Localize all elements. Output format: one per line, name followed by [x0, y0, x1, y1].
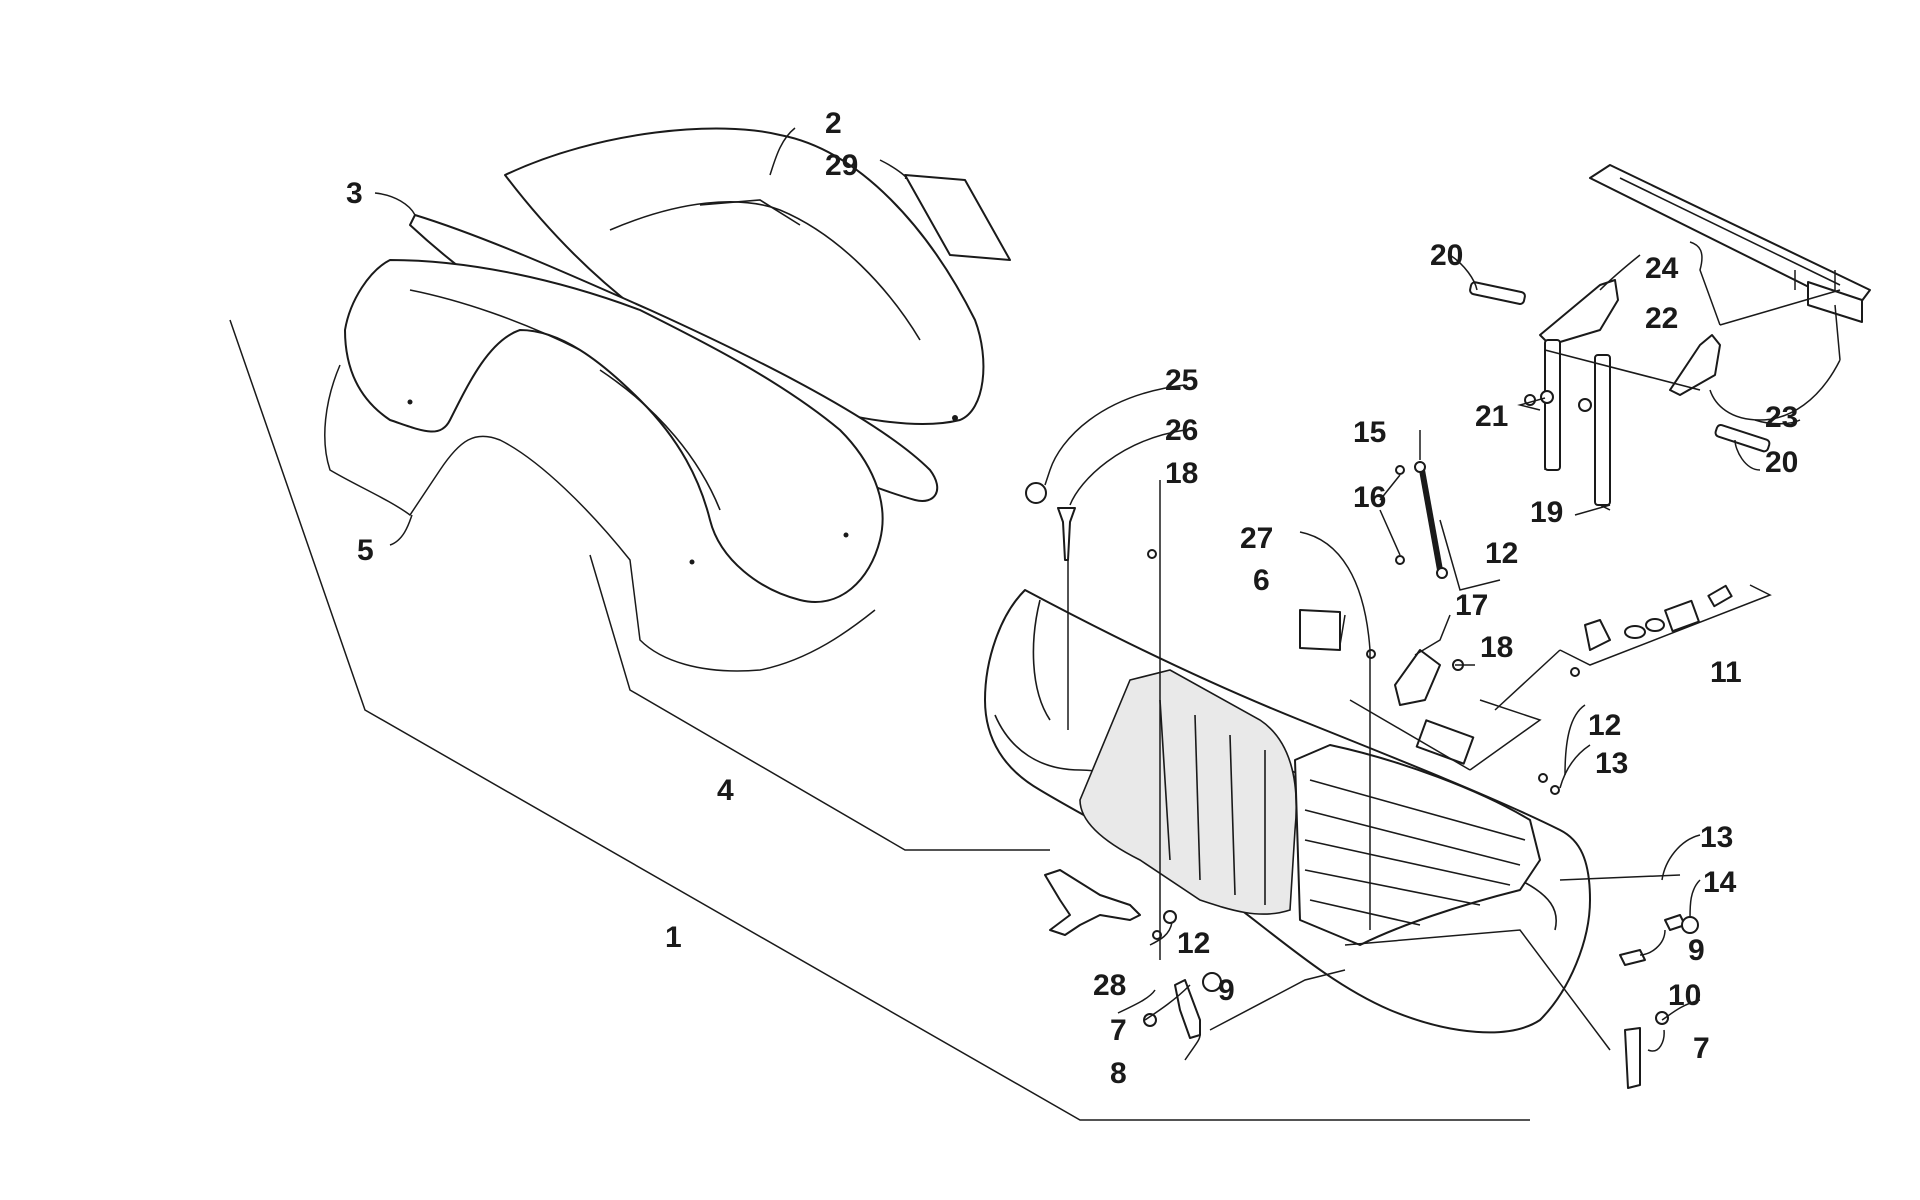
label-7b: 7 — [1693, 1032, 1710, 1065]
bracket-part-10 — [1624, 1027, 1641, 1089]
bracket-part-8 — [1174, 979, 1201, 1039]
label-12c: 12 — [1177, 927, 1210, 960]
part-labels: 1 2 3 4 5 6 7 7 8 9 9 10 11 12 12 12 13 … — [346, 107, 1798, 1090]
assembly-bracket-4 — [589, 554, 1050, 851]
label-11: 11 — [1710, 656, 1742, 689]
label-7a: 7 — [1110, 1014, 1127, 1047]
label-25: 25 — [1165, 364, 1198, 397]
lock-assembly-part-11 — [1584, 584, 1733, 651]
label-21: 21 — [1475, 400, 1508, 433]
label-29: 29 — [825, 149, 858, 182]
label-10: 10 — [1668, 979, 1701, 1012]
hinge-assembly-part-22-19 — [1524, 279, 1721, 506]
label-4: 4 — [717, 774, 734, 807]
decal-part-6 — [1299, 609, 1341, 651]
gas-strut-part-15 — [1395, 461, 1448, 579]
label-20b: 20 — [1765, 446, 1798, 479]
label-19: 19 — [1530, 496, 1563, 529]
label-22: 22 — [1645, 302, 1678, 335]
label-26: 26 — [1165, 414, 1198, 447]
label-13b: 13 — [1700, 821, 1733, 854]
label-18b: 18 — [1480, 631, 1513, 664]
label-16: 16 — [1353, 481, 1386, 514]
gasket-part-5 — [324, 364, 876, 672]
label-17: 17 — [1455, 589, 1488, 622]
label-23: 23 — [1765, 401, 1798, 434]
label-9a: 9 — [1218, 974, 1235, 1007]
label-12a: 12 — [1485, 537, 1518, 570]
label-14: 14 — [1703, 866, 1737, 899]
fasteners — [1025, 482, 1699, 1027]
label-24: 24 — [1645, 252, 1679, 285]
label-15: 15 — [1353, 416, 1386, 449]
label-9b: 9 — [1688, 934, 1705, 967]
label-20a: 20 — [1430, 239, 1463, 272]
label-27: 27 — [1240, 522, 1273, 555]
lid-frame-part-4 — [344, 259, 884, 603]
bracket-part-28 — [1044, 869, 1141, 936]
pin-part-20-b — [1714, 423, 1771, 453]
label-18a: 18 — [1165, 457, 1198, 490]
leader-lines — [374, 127, 1841, 1061]
label-5: 5 — [357, 534, 374, 567]
label-28: 28 — [1093, 969, 1126, 1002]
storage-box-body — [984, 589, 1591, 1034]
label-3: 3 — [346, 177, 363, 210]
label-6: 6 — [1253, 564, 1270, 597]
label-13a: 13 — [1595, 747, 1628, 780]
mount-plate-part-24 — [1589, 164, 1871, 323]
label-1: 1 — [665, 921, 682, 954]
label-8: 8 — [1110, 1057, 1127, 1090]
assembly-bracket-1 — [229, 319, 1530, 1121]
pin-part-20-a — [1469, 281, 1526, 305]
decal-part-29 — [904, 174, 1011, 261]
label-2: 2 — [825, 107, 842, 140]
bracket-part-17 — [1394, 649, 1441, 706]
label-12b: 12 — [1588, 709, 1621, 742]
